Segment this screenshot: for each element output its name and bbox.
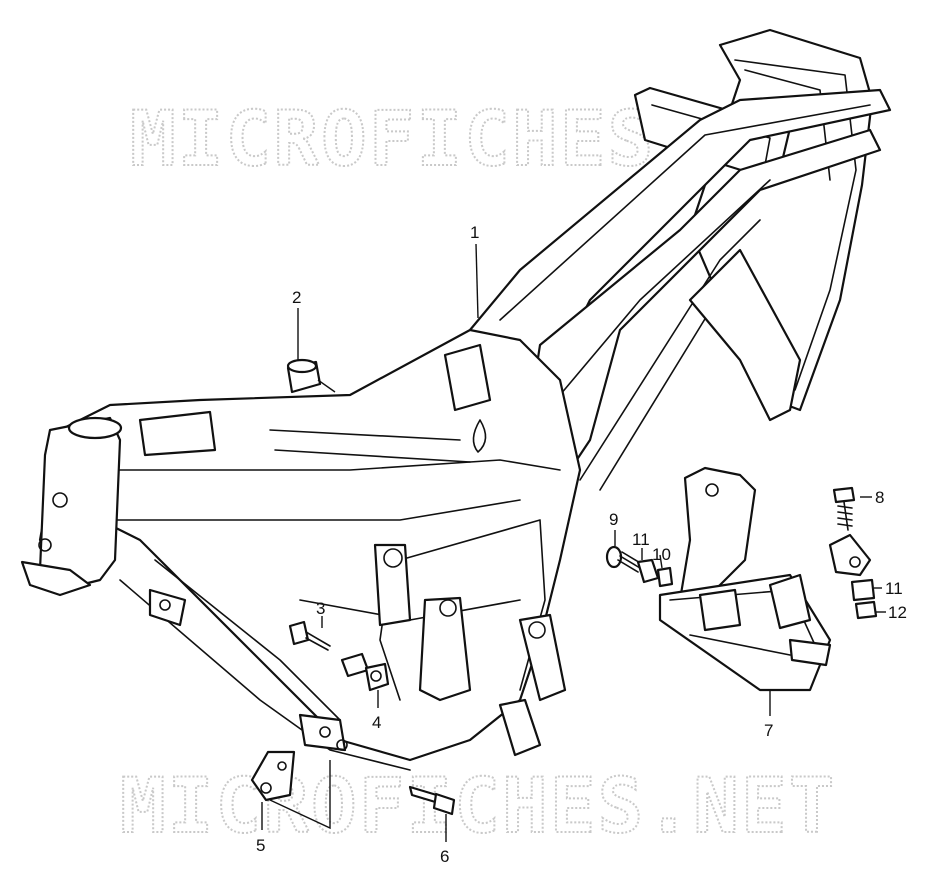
callout-3: 3 [316, 599, 325, 618]
bolt-part-3 [288, 620, 331, 651]
callout-7: 7 [764, 721, 773, 740]
callout-6: 6 [440, 847, 449, 866]
grommet-part-11b [850, 578, 876, 602]
nut-part-12 [854, 600, 878, 620]
callout-12: 12 [888, 603, 907, 622]
bracket-part-5 [250, 750, 296, 802]
callout-1: 1 [470, 223, 479, 242]
bushing-part-2 [286, 358, 322, 394]
callouts: 1 2 3 4 5 6 7 8 9 10 11 11 12 [256, 223, 907, 866]
callout-11b: 11 [885, 579, 903, 598]
collar-part-10 [656, 566, 674, 588]
callout-11a: 11 [632, 530, 650, 549]
tray-part-7 [658, 466, 832, 692]
watermark-bottom: MICROFICHES.NET [120, 761, 836, 850]
leader-lines [261, 243, 886, 842]
callout-5: 5 [256, 836, 265, 855]
callout-4: 4 [372, 713, 381, 732]
nut-part-4 [340, 652, 390, 692]
callout-9: 9 [609, 510, 618, 529]
frame [20, 28, 892, 771]
callout-10: 10 [652, 545, 671, 564]
callout-2: 2 [292, 288, 301, 307]
callout-8: 8 [875, 488, 884, 507]
bolt-part-9 [605, 545, 643, 573]
bolt-part-6 [408, 785, 456, 816]
bolt-part-8 [828, 486, 872, 577]
